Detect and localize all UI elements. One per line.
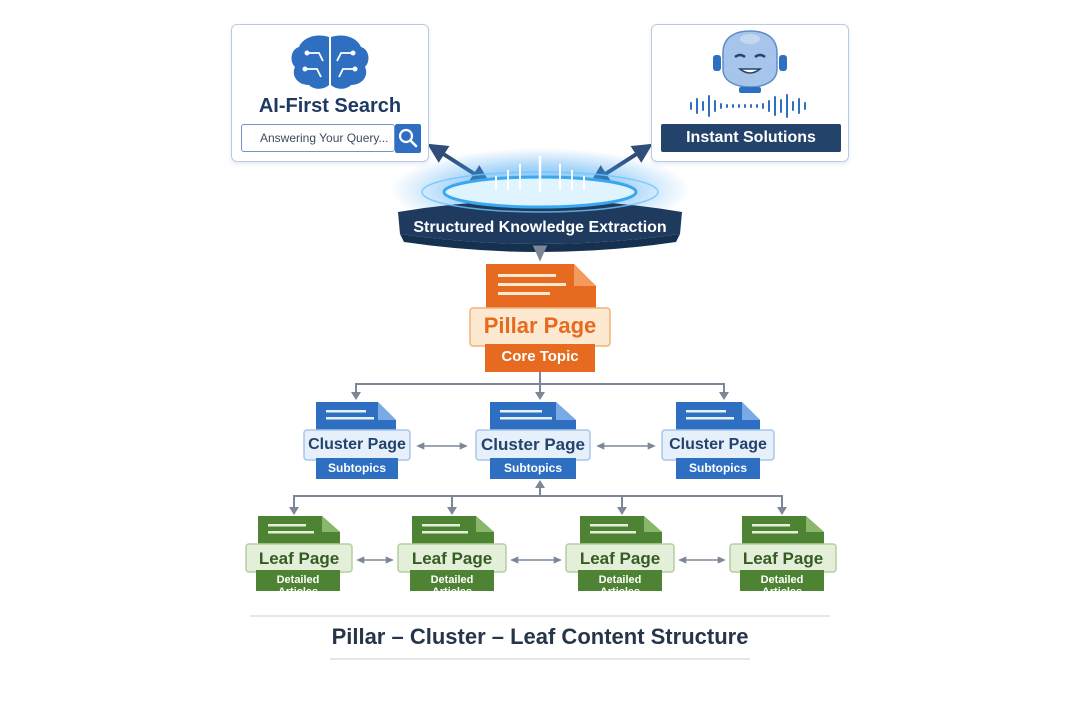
connector-arrowhead [351,392,361,400]
search-button[interactable] [395,124,421,153]
leaf-node [729,516,837,591]
search-icon [398,128,418,148]
cluster-title: Cluster Page [669,436,767,453]
assistant-card: Instant Solutions [651,24,849,162]
leaf-title: Leaf Page [258,549,340,568]
pillar-title: Pillar Page [483,313,597,338]
ai-search-card: AI-First Search Answering Your Query... [231,24,429,162]
leaf-subtitle: Detailed Articles [276,574,320,598]
connector-arrowhead [617,507,627,515]
extraction-disk [390,148,690,252]
soundwave-icon [690,94,806,118]
cluster-node [475,402,591,479]
cluster-subtitle: Subtopics [503,461,562,475]
search-placeholder: Answering Your Query... [260,131,389,145]
cluster-subtitle: Subtopics [688,461,747,475]
instant-solutions-button[interactable]: Instant Solutions [661,124,841,152]
connector-arrowhead [289,507,299,515]
leaf-node [565,516,675,591]
pillar-subtitle-box [485,344,595,372]
cluster-node [661,402,775,479]
leaf-node [397,516,507,591]
extraction-label: Structured Knowledge Extraction [413,219,667,236]
pillar-doc-icon [486,264,596,312]
leaf-title: Leaf Page [742,549,824,568]
robot-icon [713,30,787,93]
connector-arrowhead [719,392,729,400]
cluster-title: Cluster Page [308,436,406,453]
connector-arrowhead [777,507,787,515]
leaf-title: Leaf Page [411,549,493,568]
leaf-subtitle: Detailed Articles [430,574,474,598]
pillar-subtitle: Core Topic [501,348,579,365]
cluster-subtitle: Subtopics [327,461,386,475]
cluster-node [303,402,411,479]
connector-arrowhead [535,392,545,400]
search-card-title: AI-First Search [258,95,402,117]
brain-icon [291,35,369,89]
search-input[interactable]: Answering Your Query... [241,124,395,152]
leaf-title: Leaf Page [579,549,661,568]
diagram-footer-title: Pillar – Cluster – Leaf Content Structur… [331,624,749,649]
leaf-node [245,516,353,591]
connector-arrowhead [535,480,545,488]
leaf-subtitle: Detailed Articles [598,574,642,598]
leaf-subtitle: Detailed Articles [760,574,804,598]
connector-arrowhead [447,507,457,515]
cluster-title: Cluster Page [481,435,585,454]
